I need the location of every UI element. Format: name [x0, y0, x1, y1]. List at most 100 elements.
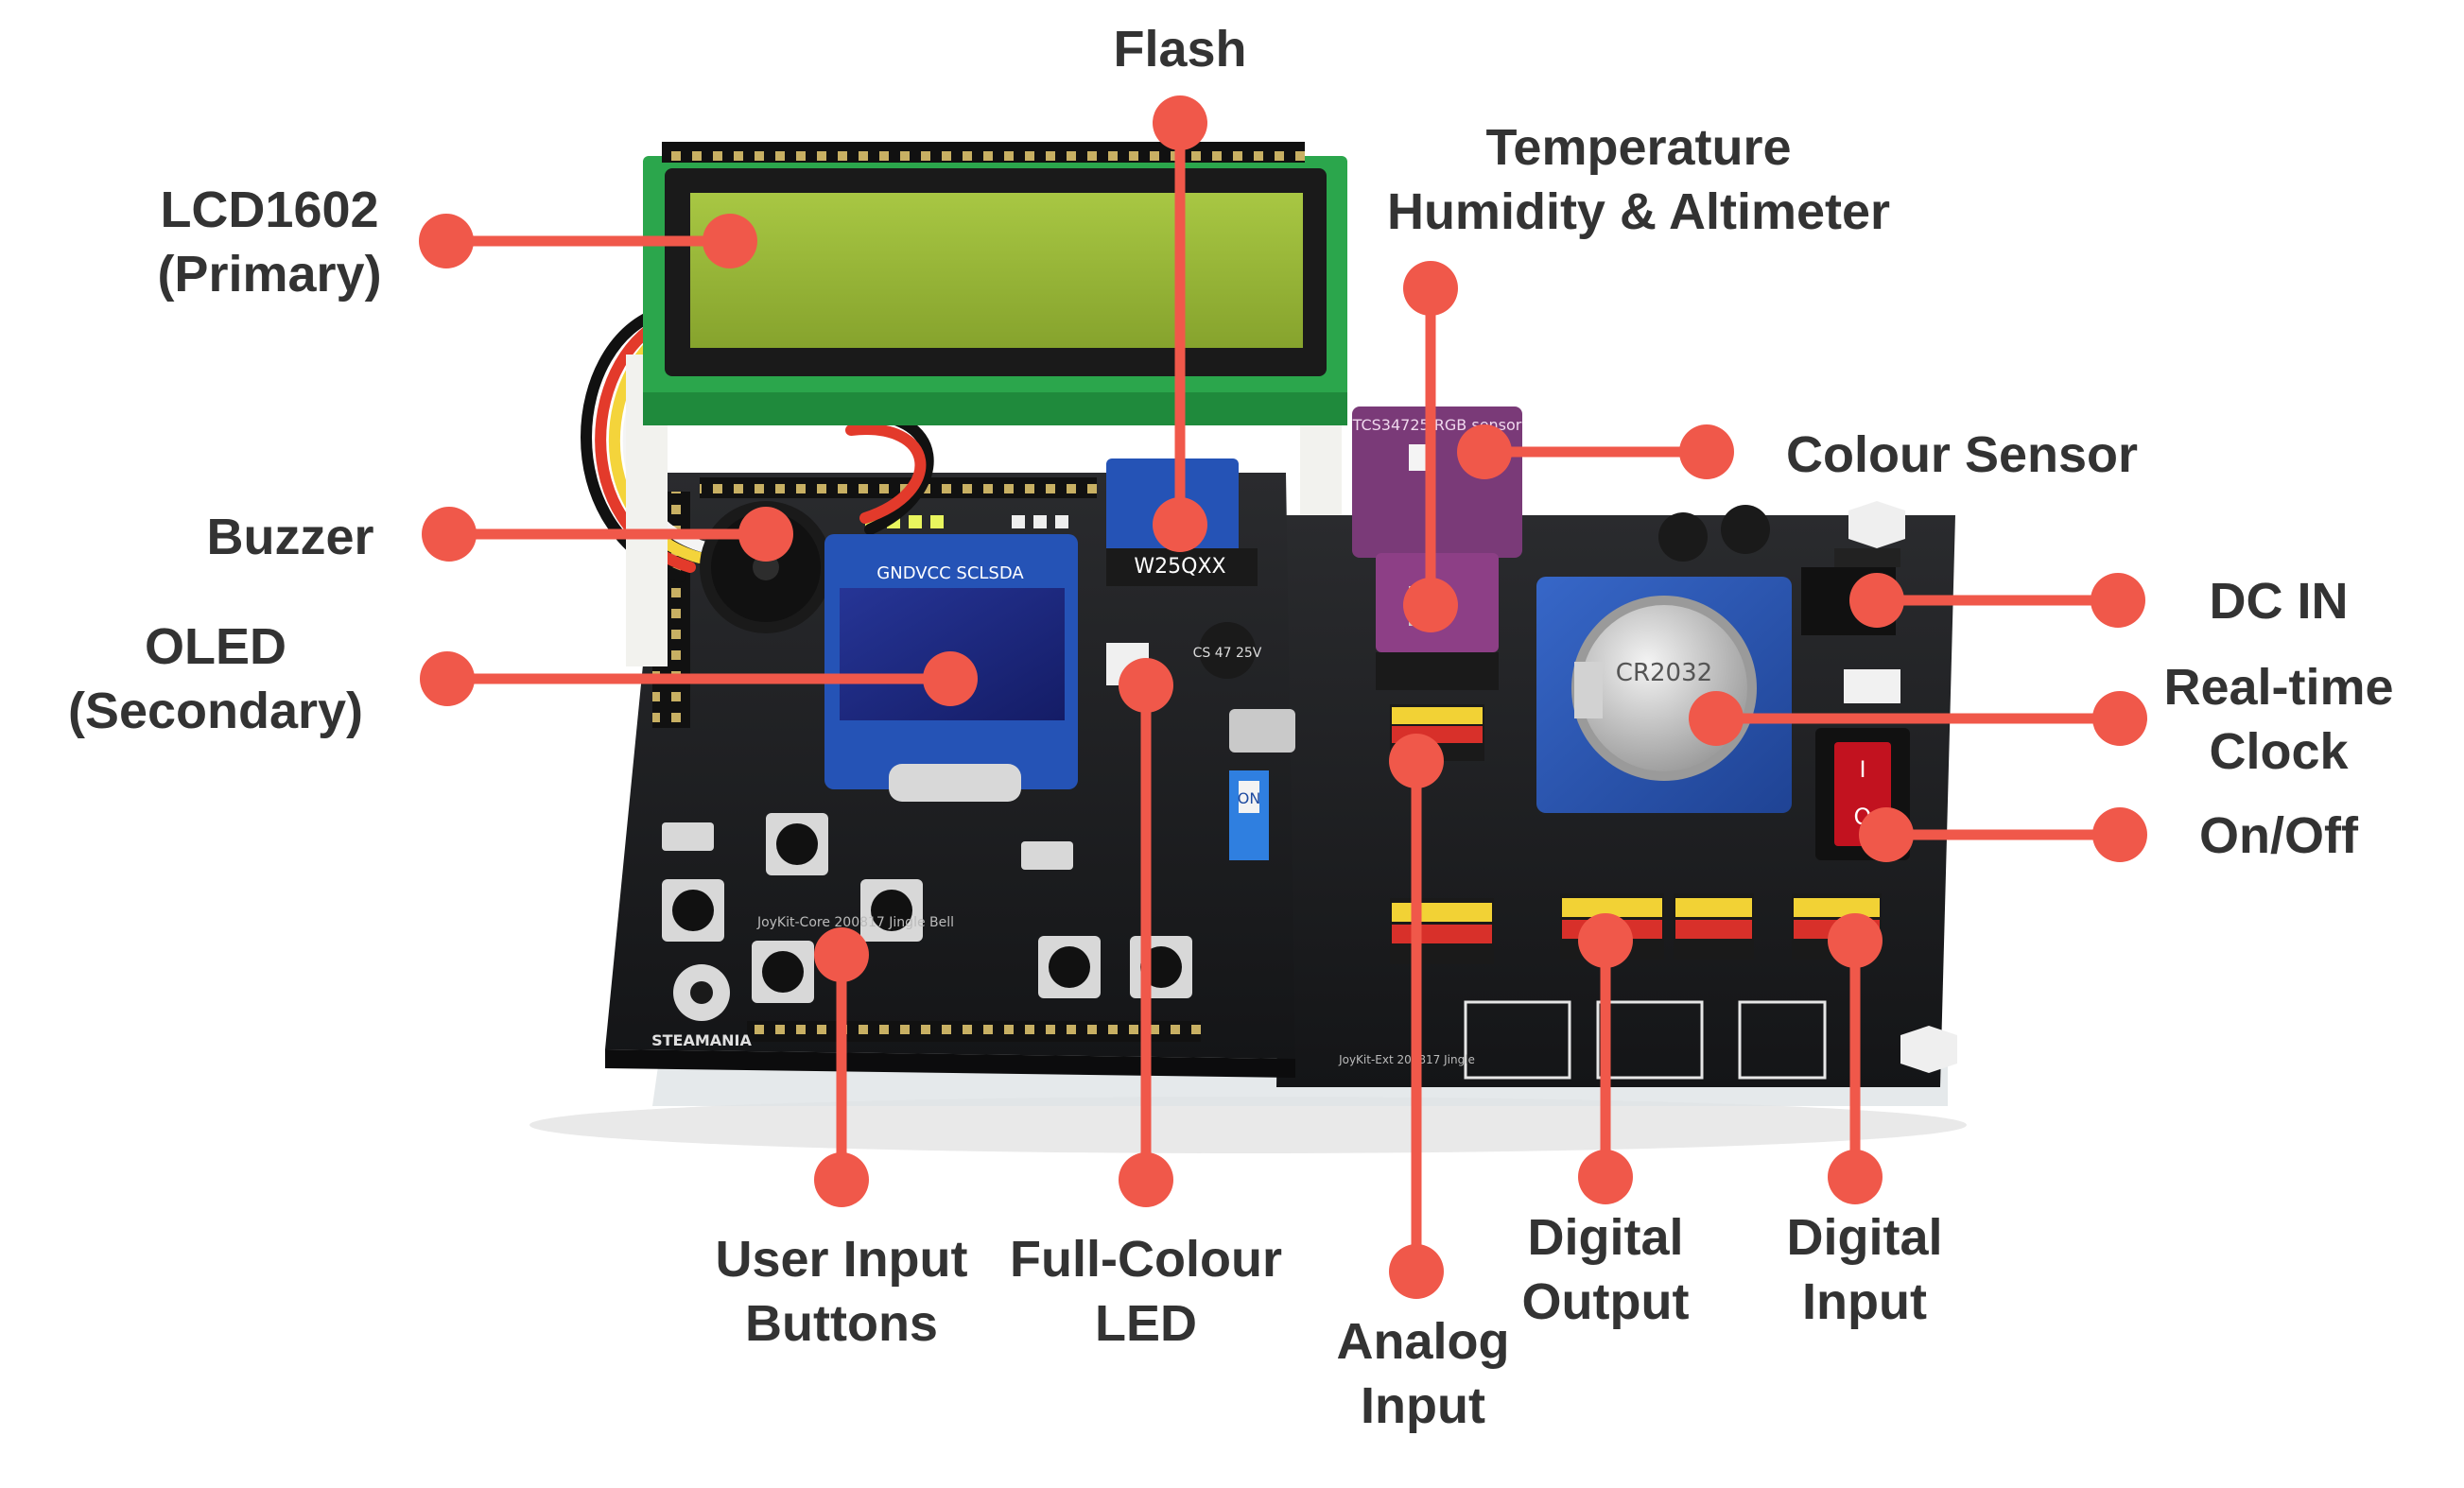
label-flash-line: Flash: [1113, 21, 1247, 78]
label-lcd-line: (Primary): [157, 246, 382, 303]
header-group-3: [1674, 893, 1754, 960]
leader-dot-flash-0: [1153, 95, 1207, 150]
leader-dot-buzzer-0: [422, 507, 477, 562]
leader-dot-dcin-1: [1849, 573, 1904, 628]
leader-buzzer: [422, 507, 793, 562]
usb-port: [1229, 709, 1295, 753]
leader-dot-oled-1: [923, 651, 978, 706]
connector-2: [1596, 1000, 1704, 1080]
label-led-line: Full-Colour: [1010, 1231, 1282, 1288]
leader-rtc: [1689, 691, 2147, 746]
leader-dot-buzzer-1: [738, 507, 793, 562]
connector-1: [1464, 1000, 1571, 1080]
leader-dot-buttons-0: [814, 1152, 869, 1207]
standoff-top-right: [1848, 501, 1905, 548]
leader-dot-dcin-0: [2091, 573, 2145, 628]
leader-led: [1119, 658, 1173, 1207]
leader-dot-oled-0: [420, 651, 475, 706]
oled-silkscreen: GNDVCC SCLSDA: [876, 563, 1024, 583]
capacitor-rtc-2: [1721, 505, 1770, 554]
leader-analog: [1389, 734, 1444, 1299]
leader-dot-led-0: [1119, 1152, 1173, 1207]
label-flash: Flash: [802, 17, 1558, 81]
label-lcd-line: LCD1602: [160, 182, 379, 238]
label-onoff: On/Off: [1900, 804, 2464, 868]
label-dcin: DC IN: [1900, 569, 2464, 633]
leader-dot-lcd-1: [703, 214, 757, 268]
leader-dot-temp-1: [1403, 578, 1458, 632]
top-header: [700, 477, 1097, 498]
leader-dot-din-1: [1828, 913, 1883, 968]
label-buzzer: Buzzer: [0, 505, 668, 569]
leader-dot-rtc-0: [2092, 691, 2147, 746]
capacitor-rtc-1: [1658, 512, 1708, 562]
label-analog-line: Input: [1361, 1377, 1485, 1434]
ext-board-text: JoyKit-Ext 200817 Jingle: [1338, 1053, 1475, 1066]
leader-lcd: [419, 214, 757, 268]
leader-oled: [420, 651, 978, 706]
leader-dot-dout-0: [1578, 1150, 1633, 1204]
white-connector: [1844, 669, 1900, 703]
label-oled-line: OLED: [144, 618, 286, 675]
connector-3: [1738, 1000, 1827, 1080]
label-dout-line: Output: [1521, 1273, 1690, 1330]
lcd1602-module: [643, 142, 1347, 425]
leader-din: [1828, 913, 1883, 1204]
rtc-module: CR2032: [1536, 577, 1792, 813]
core-board-text: JoyKit-Core 200817 Jingle Bell: [756, 915, 954, 930]
label-temp-line: Humidity & Altimeter: [1386, 183, 1891, 240]
label-onoff-line: On/Off: [2199, 807, 2358, 864]
leader-dot-onoff-1: [1859, 807, 1914, 862]
dip-switch-on: ON: [1238, 789, 1261, 807]
label-led-line: LED: [1095, 1295, 1197, 1352]
leader-dot-analog-0: [1389, 1244, 1444, 1299]
battery-text: CR2032: [1616, 659, 1712, 687]
leader-dot-rtc-1: [1689, 691, 1744, 746]
leader-dout: [1578, 913, 1633, 1204]
annotation-leaders: [419, 95, 2147, 1299]
leader-dot-colour-0: [1679, 424, 1734, 479]
leader-dot-temp-0: [1403, 261, 1458, 316]
label-dout-line: Digital: [1527, 1209, 1684, 1266]
label-buttons-line: User Input: [715, 1231, 968, 1288]
steamania-logo: [673, 964, 730, 1021]
standoff-bottom-right: [1900, 1026, 1957, 1073]
label-din-line: Input: [1802, 1273, 1927, 1330]
capacitor: CS 47 25V: [1193, 622, 1262, 679]
brand-text: STEAMANIA: [651, 1031, 752, 1049]
leader-dot-dout-1: [1578, 913, 1633, 968]
power-switch-i: I: [1859, 756, 1865, 783]
dip-switch: ON: [1229, 770, 1269, 860]
leader-temp: [1403, 261, 1458, 632]
leader-dcin: [1849, 573, 2145, 628]
leader-dot-colour-1: [1457, 424, 1512, 479]
header-group-1: [1390, 898, 1494, 964]
leader-dot-lcd-0: [419, 214, 474, 268]
label-buzzer-line: Buzzer: [206, 509, 374, 565]
label-rtc-line: Clock: [2209, 723, 2349, 780]
label-colour-line: Colour Sensor: [1785, 426, 2139, 483]
flash-chip-text: W25QXX: [1134, 555, 1225, 579]
label-din-line: Digital: [1786, 1209, 1943, 1266]
label-dcin-line: DC IN: [2209, 573, 2349, 630]
label-oled-line: (Secondary): [67, 683, 364, 739]
leader-dot-led-1: [1119, 658, 1173, 713]
leader-dot-din-0: [1828, 1150, 1883, 1204]
label-temp-line: Temperature: [1485, 119, 1792, 176]
bottom-header: [747, 1021, 1201, 1042]
extension-headers: [1390, 893, 1882, 964]
label-oled: OLED (Secondary): [0, 614, 594, 743]
leader-colour: [1457, 424, 1734, 479]
leader-dot-onoff-0: [2092, 807, 2147, 862]
leader-dot-flash-1: [1153, 497, 1207, 552]
leader-dot-analog-1: [1389, 734, 1444, 788]
leader-dot-buttons-1: [814, 927, 869, 982]
